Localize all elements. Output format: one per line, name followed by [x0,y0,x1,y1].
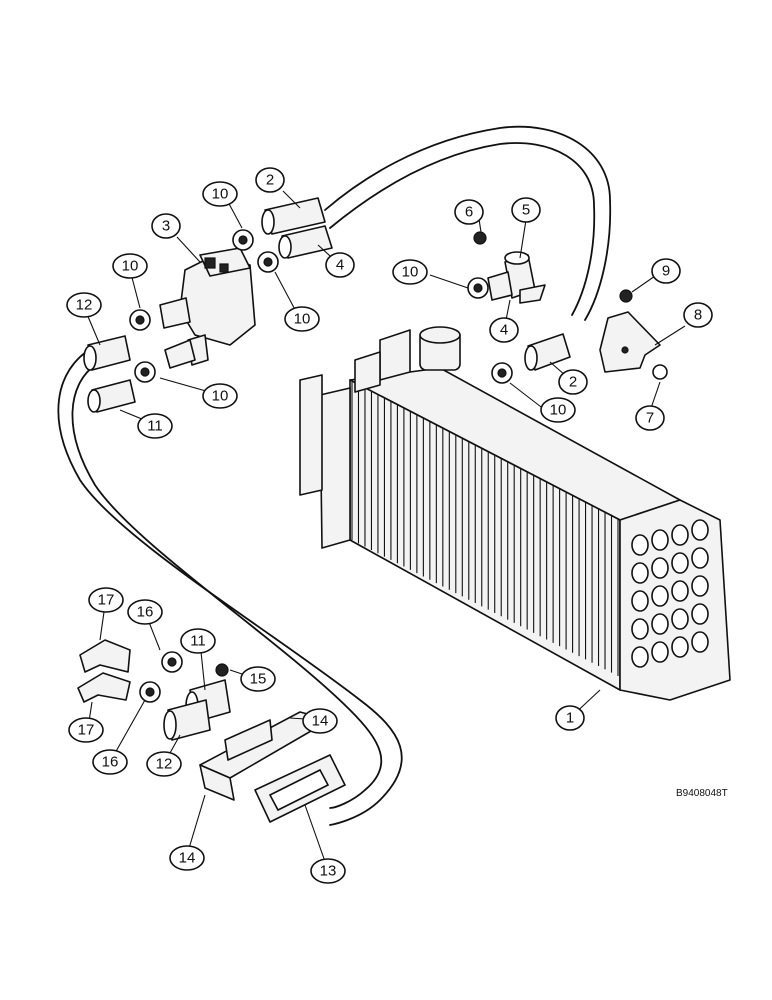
callout-14-right-label: 14 [312,713,329,730]
hose-loop-upper [324,125,612,321]
callout-3: 3 [151,213,181,239]
callout-10-left-label: 10 [122,258,139,275]
callout-4-upper: 4 [325,252,355,278]
valve-assembly [487,251,546,304]
callout-11-lower-label: 11 [190,633,206,650]
callout-14-bottom-label: 14 [179,850,196,867]
callout-1: 1 [555,705,585,731]
callout-16-upper-label: 16 [137,604,154,621]
figure-reference-code: B9408048T [676,788,728,799]
callout-17-upper: 17 [88,587,124,613]
callout-9: 9 [651,258,681,284]
callout-7: 7 [635,405,665,431]
callout-2-upper: 2 [255,167,285,193]
callout-10-lower-left: 10 [202,383,238,409]
callout-10-top-label: 10 [212,186,229,203]
callout-10-lower-left-label: 10 [212,388,229,405]
heater-core-tube-ends [631,519,709,668]
callout-16-upper: 16 [127,599,163,625]
control-valve [159,247,256,369]
callout-2-right-label: 2 [569,374,577,391]
callout-12-lower-label: 12 [156,756,173,773]
callout-17-lower: 17 [68,717,104,743]
fasteners [215,231,668,677]
callout-11-upper: 11 [137,413,173,439]
callout-11-upper-label: 11 [147,418,163,435]
callout-12-upper-label: 12 [76,297,93,314]
hose-clamp [129,229,513,384]
hose-short-upper [261,197,333,259]
callout-11-lower: 11 [180,628,216,654]
callout-14-bottom: 14 [169,845,205,871]
callout-17-upper-label: 17 [98,592,115,609]
callout-10-right-label: 10 [550,402,567,419]
callout-15-label: 15 [250,671,267,688]
heater-core-fins [351,382,619,676]
callout-2-upper-label: 2 [266,172,274,189]
callout-10-left: 10 [112,253,148,279]
callout-5-label: 5 [522,202,530,219]
elbow-fittings [77,639,183,703]
callout-4-upper-label: 4 [336,257,344,274]
callout-10-valve-label: 10 [294,311,311,328]
callout-3-label: 3 [162,218,170,235]
callout-10-top: 10 [202,181,238,207]
heater-core [299,326,731,701]
callout-5: 5 [511,197,541,223]
callout-6: 6 [454,199,484,225]
gasket [254,754,346,823]
callout-8: 8 [683,302,713,328]
hose-right [524,333,571,371]
callout-16-lower-label: 16 [102,754,119,771]
callout-10-mid: 10 [392,259,428,285]
bulkhead-plate [199,711,331,801]
callout-17-lower-label: 17 [78,722,95,739]
callout-12-lower: 12 [146,751,182,777]
leader-lines [83,190,686,871]
callout-15: 15 [240,666,276,692]
callout-9-label: 9 [662,263,670,280]
callout-10-valve: 10 [284,306,320,332]
callout-4-right: 4 [489,317,519,343]
callout-13-label: 13 [320,863,337,880]
callout-14-right: 14 [302,708,338,734]
callout-13: 13 [310,858,346,884]
callout-6-label: 6 [465,204,473,221]
callout-8-label: 8 [694,307,702,324]
callout-12-upper: 12 [66,292,102,318]
hose-loop-lower [57,347,403,826]
mounting-bracket [599,311,661,373]
callout-16-lower: 16 [92,749,128,775]
callout-2-right: 2 [558,369,588,395]
hose-bottom [163,679,231,741]
hose-short-left [83,335,136,413]
callout-10-right: 10 [540,397,576,423]
callout-1-label: 1 [566,710,574,727]
callout-4-right-label: 4 [500,322,508,339]
callout-7-label: 7 [646,410,654,427]
callout-10-mid-label: 10 [402,264,419,281]
